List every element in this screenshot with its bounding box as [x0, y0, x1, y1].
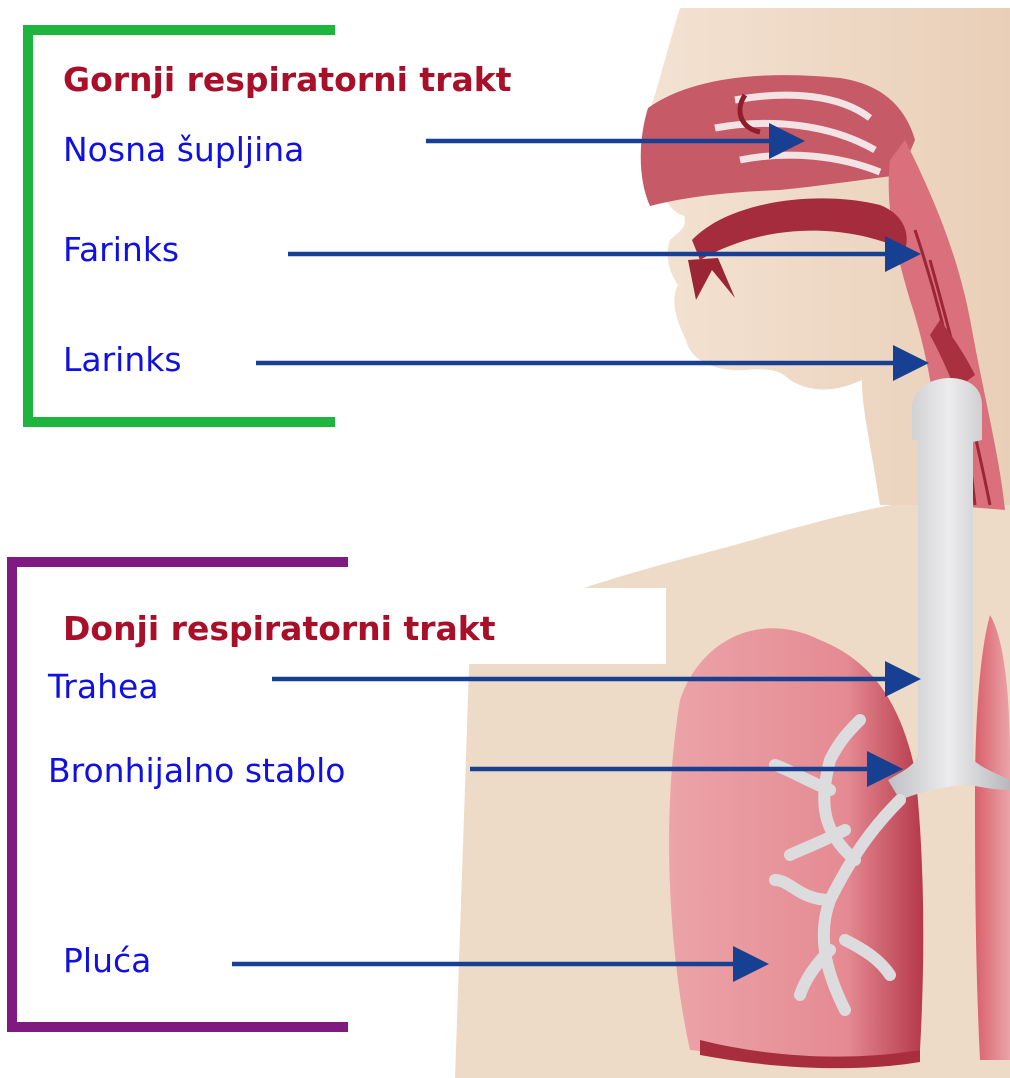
label-farinks: Farinks — [63, 233, 179, 266]
upper-tract-heading: Gornji respiratorni trakt — [63, 63, 511, 96]
label-pluca: Pluća — [63, 944, 151, 977]
label-larinks: Larinks — [63, 343, 182, 376]
label-bronhijalno-stablo: Bronhijalno stablo — [48, 754, 345, 787]
label-trahea: Trahea — [48, 670, 159, 703]
label-nosna-supljina: Nosna šupljina — [63, 133, 304, 166]
lower-tract-heading: Donji respiratorni trakt — [63, 612, 496, 645]
